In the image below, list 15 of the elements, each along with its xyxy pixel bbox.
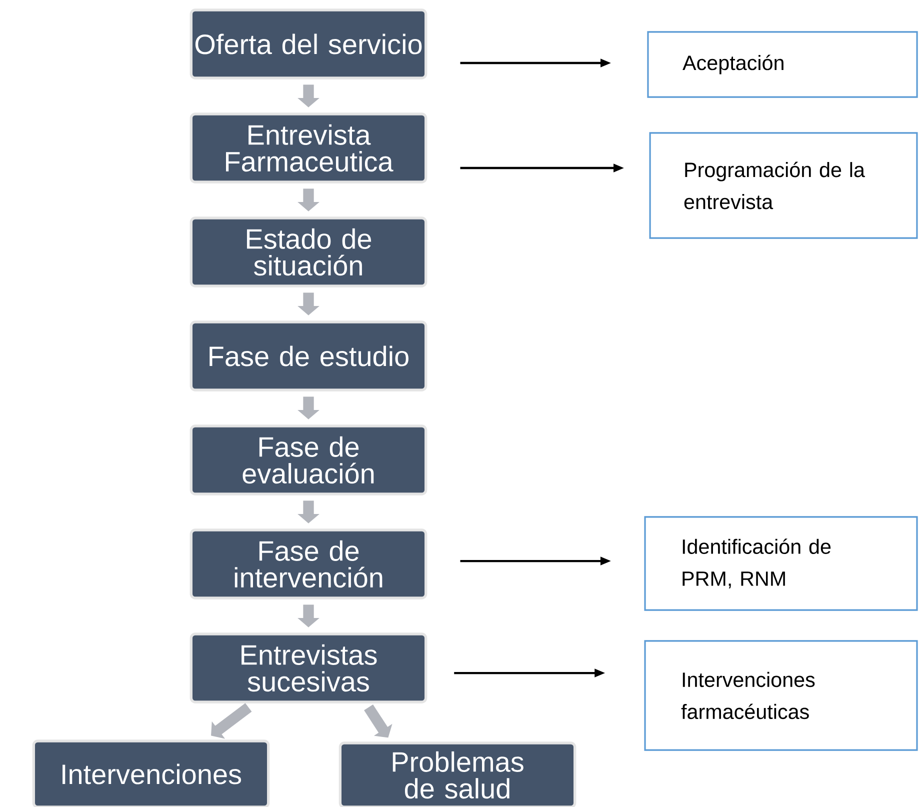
process-box: Oferta del servicio: [190, 8, 428, 80]
process-box: Entrevistas sucesivas: [190, 632, 428, 704]
process-box: Estado de situación: [190, 216, 428, 288]
arrow: [364, 704, 392, 738]
process-box: Fase de estudio: [190, 320, 428, 392]
note-box: Identificación de PRM, RNM: [644, 516, 918, 611]
process-box: Fase de intervención: [190, 528, 428, 600]
process-box: Problemas de salud: [338, 742, 576, 807]
arrow: [211, 703, 252, 739]
process-box: Entrevista Farmaceutica: [190, 112, 428, 184]
process-box: Intervenciones: [32, 740, 270, 807]
note-box: Programación de la entrevista: [649, 132, 918, 239]
note-box: Intervenciones farmacéuticas: [644, 640, 918, 751]
process-box: Fase de evaluación: [190, 424, 428, 496]
note-box: Aceptación: [647, 31, 918, 98]
